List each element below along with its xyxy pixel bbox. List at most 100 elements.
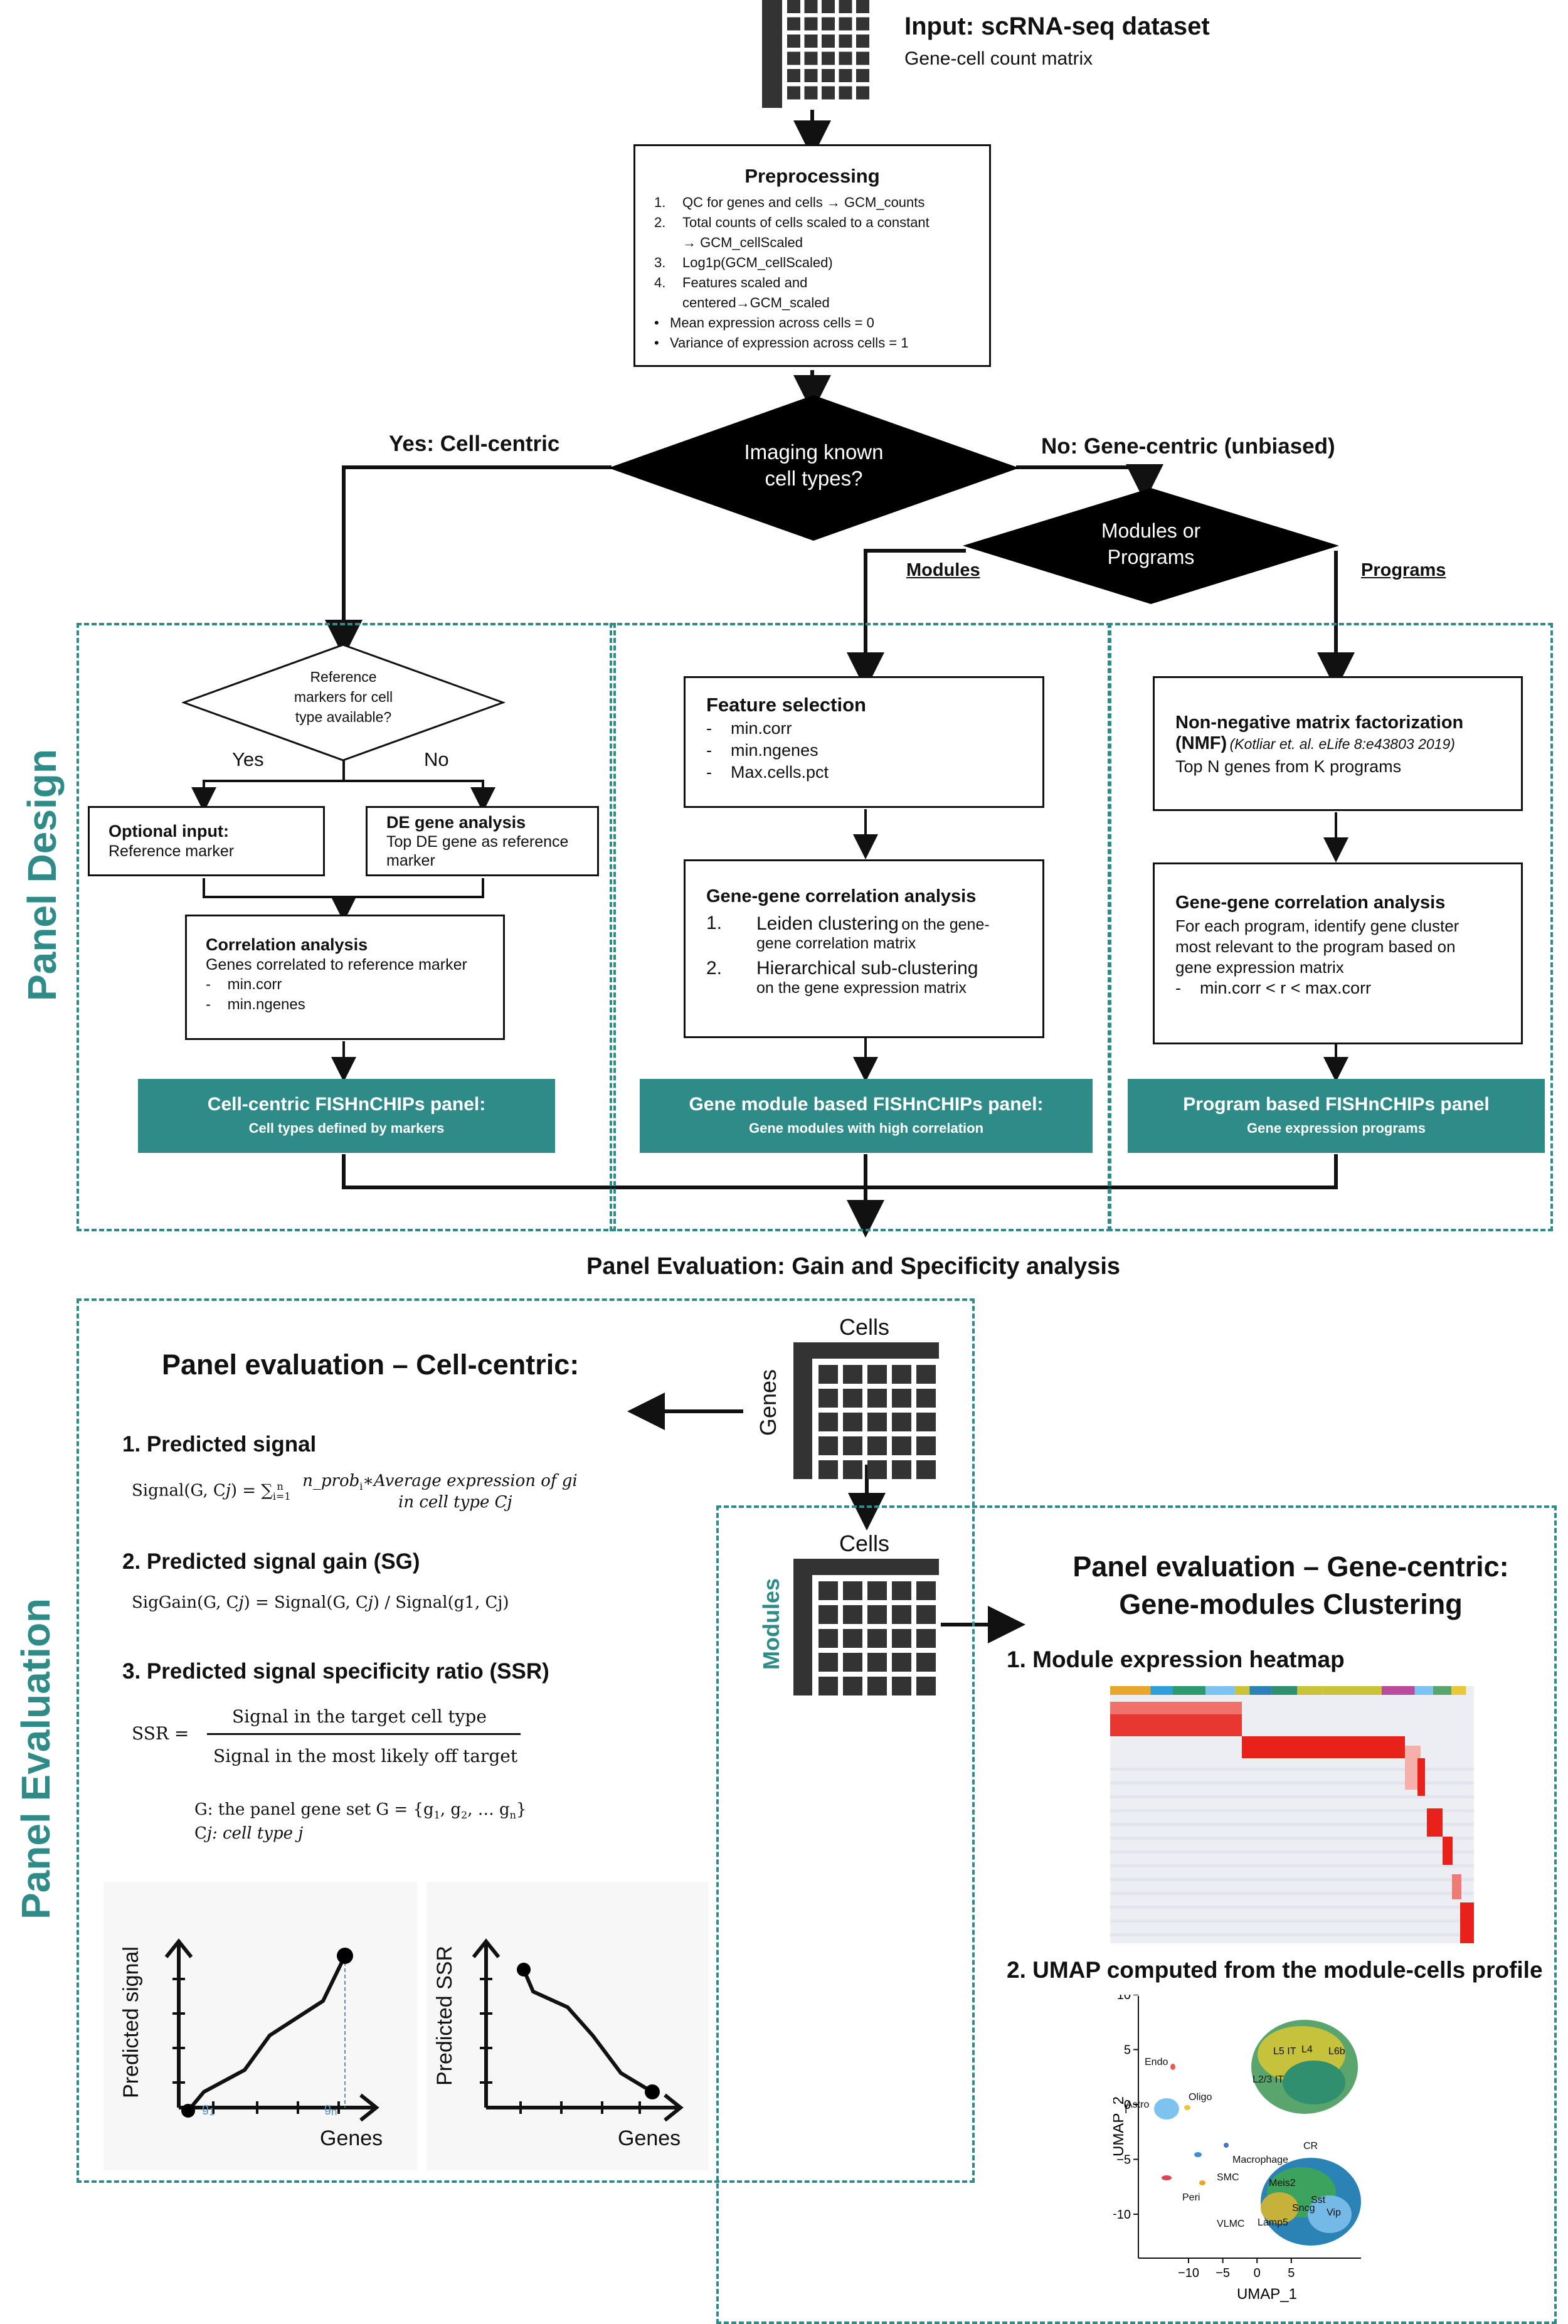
umap-cluster-label: Meis2 [1269,2178,1296,2189]
matrix-cell [818,1436,838,1455]
preprocessing-step: 1.QC for genes and cells → GCM_counts [654,193,989,213]
matrix-cell [787,34,800,48]
cell-centric-eval-frame [77,1298,975,2183]
eval-cell-title: Panel evaluation – Cell-centric: [162,1349,580,1381]
matrix-cell [818,1629,838,1648]
reference-no-label: No [424,748,449,770]
matrix-cell [787,69,800,82]
signal-formula-line2: in cell type Cj [398,1493,512,1512]
signal-formula: Signal(G, Cj) = ∑i=1n n_probi∗Average ex… [132,1472,578,1502]
umap-y-tick-label: 0 [1124,2098,1131,2112]
matrix-cell [822,69,835,82]
program-panel-sub: Gene expression programs [1247,1120,1426,1136]
bullet-dash: - [1175,979,1200,997]
umap-x-tick-label: 0 [1254,2266,1261,2280]
matrix-cell [916,1653,936,1672]
gs-d: } [516,1800,527,1819]
ct-b: j: cell type [206,1824,299,1843]
matrix-bottom-rows-label: Modules [758,1578,784,1670]
g1-letter: g [202,2101,209,2115]
reference-decision-diamond [182,644,505,761]
panel-evaluation-label: Panel Evaluation [13,1598,58,1919]
matrix-cell [839,69,852,82]
matrix-cell [916,1365,936,1384]
predicted-ssr-ylabel: Predicted SSR [433,1946,457,2086]
preprocessing-step: 2.Total counts of cells scaled to a cons… [654,213,989,233]
yes-cell-centric-label: Yes: Cell-centric [389,432,560,456]
gs-a: G: the panel gene set G = {g [194,1800,434,1819]
reference-yes-label: Yes [232,748,264,770]
matrix-cell [892,1389,911,1408]
heatmap-colorbar-segment [1110,1686,1151,1695]
correlation-analysis-line1: Genes correlated to reference marker [206,956,467,974]
heatmap-colorbar-segment [1381,1686,1415,1695]
modules-frame [610,623,1111,1231]
ct-a: C [194,1824,207,1843]
sg-cj2: j [368,1593,373,1612]
matrix-cell [916,1436,936,1455]
nmf-title-abbr: (NMF) [1175,733,1227,753]
list-item-text: min.corr [227,976,282,993]
matrix-cell [916,1581,936,1600]
matrix-cell [843,1605,862,1624]
programs-correlation-line: gene expression matrix [1175,958,1344,977]
gs-sn: n [509,1809,516,1822]
umap-heading: 2. UMAP computed from the module-cells p… [1007,1957,1543,1983]
preprocessing-step-text: → GCM_cellScaled [682,235,803,250]
g1-sub: 1 [209,2106,215,2118]
programs-frame [1108,623,1553,1231]
matrix-cell [822,86,835,100]
gene-module-panel-sub: Gene modules with high correlation [748,1120,984,1136]
heatmap-row [1110,1850,1474,1854]
heatmap-row [1110,1878,1474,1881]
list-num-1: 1. [706,913,723,933]
input-title: Input: scRNA-seq dataset [904,13,1210,40]
preprocessing-step-text: Log1p(GCM_cellScaled) [682,255,833,270]
leiden-clustering-text: Leiden clustering [756,913,899,934]
leiden-clustering-line2: gene correlation matrix [756,935,916,952]
matrix-cell [916,1605,936,1624]
preprocessing-step-text: centered→GCM_scaled [682,295,830,310]
matrix-cell [867,1605,887,1624]
preprocessing-step-text: Mean expression across cells = 0 [670,315,874,331]
gs-s1: 1 [433,1809,440,1822]
no-gene-centric-label: No: Gene-centric (unbiased) [1041,434,1335,459]
matrix-cell [804,0,818,13]
preprocessing-step: 4.Features scaled and [654,273,989,293]
preprocessing-step: centered→GCM_scaled [654,293,989,313]
umap-cluster-label: Lamp5 [1258,2217,1288,2228]
heatmap-row [1110,1768,1474,1771]
preprocessing-step-num: 2. [654,215,666,230]
nmf-citation: (Kotliar et. al. eLife 8:e43803 2019) [1229,736,1455,752]
umap-cluster-label: Vip [1327,2207,1341,2218]
evaluation-title: Panel Evaluation: Gain and Specificity a… [586,1253,1121,1280]
signal-formula-a: Signal(G, C [132,1481,226,1500]
gene-set-definition: G: the panel gene set G = {g1, g2, … gn} [194,1800,527,1821]
predicted-signal-xlabel: Genes [320,2126,383,2150]
decision-modules-line1: Modules or [1101,519,1201,542]
list-item-text: Max.cells.pct [731,763,829,782]
preprocessing-step-text: Variance of expression across cells = 1 [670,335,909,351]
cell-centric-panel-title: Cell-centric FISHnCHIPs panel: [207,1094,486,1115]
module-expression-heatmap [1110,1686,1474,1943]
heatmap-row [1110,1781,1474,1785]
ssr-fraction-bar [207,1733,521,1735]
programs-correlation-item-text: min.corr < r < max.corr [1200,979,1372,997]
sum-index: i=1 [272,1490,291,1502]
preprocessing-step: → GCM_cellScaled [654,233,989,253]
list-item: - min.ngenes [706,740,1042,761]
reference-decision-line1: Reference [310,669,377,685]
matrix-cell [787,17,800,31]
matrix-cell [839,51,852,65]
matrix-cell [843,1460,862,1479]
umap-cluster-label: SMC [1217,2172,1239,2183]
gene-module-panel-title: Gene module based FISHnCHIPs panel: [689,1094,1044,1115]
decision-imaging-line2: cell types? [765,467,863,490]
ssr-denominator: Signal in the most likely off target [213,1746,518,1766]
decision-imaging-diamond [608,395,1019,541]
feature-selection-title: Feature selection [706,694,866,716]
umap-cluster-label: Macrophage [1232,2155,1288,2165]
umap-cluster-label: VLMC [1217,2219,1244,2229]
